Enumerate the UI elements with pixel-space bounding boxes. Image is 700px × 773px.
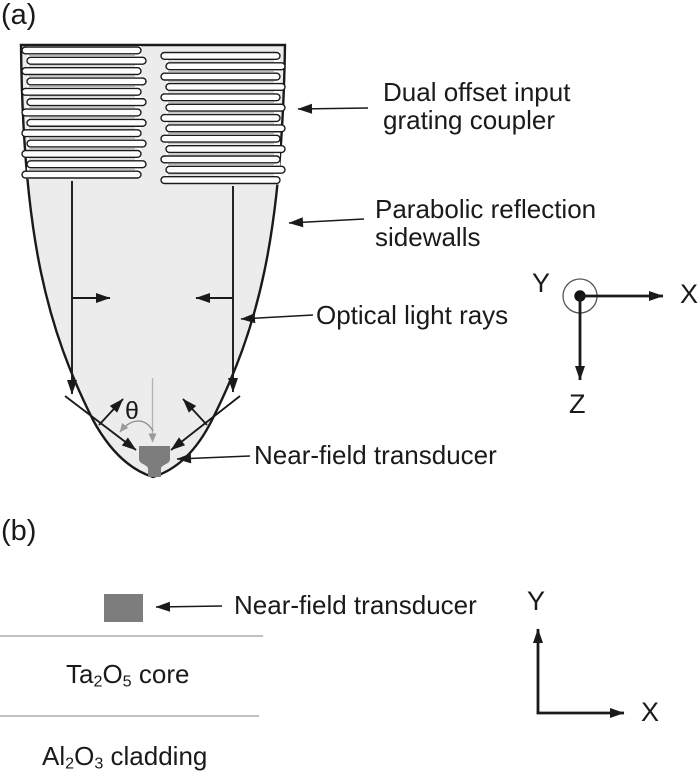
core-subscript-1: 2 bbox=[93, 672, 103, 691]
grating-bar bbox=[160, 134, 281, 143]
core-label: Ta2O5 core bbox=[66, 660, 189, 696]
axis-a-x-label: X bbox=[680, 279, 699, 309]
cladding-element-2: O bbox=[74, 741, 95, 771]
nft-label-arrow-b bbox=[155, 601, 223, 612]
grating-bar bbox=[160, 72, 281, 81]
grating-bar bbox=[26, 77, 147, 86]
grating-bar bbox=[21, 108, 142, 117]
grating-bar bbox=[160, 113, 281, 123]
grating-bar bbox=[21, 66, 142, 76]
grating-bar bbox=[26, 98, 147, 107]
grating-bar bbox=[21, 170, 142, 179]
sidewalls-label-line2: sidewalls bbox=[375, 222, 481, 252]
optical-rays-label: Optical light rays bbox=[316, 300, 509, 330]
grating-bar bbox=[21, 129, 142, 138]
cladding-element-1: Al bbox=[42, 741, 66, 771]
core-element-1: Ta bbox=[66, 659, 94, 689]
cladding-word: cladding bbox=[103, 741, 208, 771]
core-word: core bbox=[131, 659, 190, 689]
grating-bar bbox=[165, 82, 286, 92]
cladding-subscript-1: 2 bbox=[65, 754, 75, 773]
panel-b-label: (b) bbox=[1, 515, 37, 547]
grating-block-right bbox=[160, 51, 286, 185]
sidewalls-label-arrow bbox=[288, 217, 365, 228]
grating-bar bbox=[165, 144, 286, 154]
cladding-subscript-2: 3 bbox=[94, 754, 104, 773]
scatter-arrow-right bbox=[182, 398, 208, 426]
panel-a-diagram bbox=[19, 43, 664, 479]
axis-b-x-label: X bbox=[641, 697, 660, 727]
nft-label-arrow-a bbox=[176, 453, 251, 464]
grating-block-left bbox=[21, 46, 147, 179]
grating-coupler-label-line2: grating coupler bbox=[383, 105, 555, 135]
grating-coupler-label: Dual offset input grating coupler bbox=[383, 78, 570, 134]
sidewalls-label: Parabolic reflection sidewalls bbox=[375, 195, 596, 251]
core-subscript-2: 5 bbox=[122, 672, 132, 691]
grating-bar bbox=[21, 87, 142, 96]
axis-b-y-label: Y bbox=[527, 586, 546, 616]
theta-angle-arc bbox=[119, 420, 154, 433]
sidewalls-label-line1: Parabolic reflection bbox=[375, 194, 597, 224]
near-field-transducer-a bbox=[139, 446, 170, 477]
grating-bar bbox=[160, 155, 281, 164]
grating-bar bbox=[21, 149, 142, 159]
grating-coupler-label-line1: Dual offset input bbox=[383, 77, 571, 107]
grating-bar bbox=[26, 118, 147, 127]
panel-b-diagram bbox=[0, 594, 625, 718]
scatter-arrow-left bbox=[98, 398, 124, 426]
grating-bar bbox=[165, 62, 286, 71]
grating-bar bbox=[160, 51, 281, 61]
nft-label-b: Near-field transducer bbox=[234, 590, 477, 620]
axis-a-y-label: Y bbox=[532, 268, 551, 298]
grating-bar bbox=[160, 175, 281, 185]
grating-bar bbox=[26, 139, 147, 148]
near-field-transducer-b bbox=[104, 594, 143, 622]
grating-bar bbox=[160, 93, 281, 102]
core-element-2: O bbox=[102, 659, 123, 689]
grating-bar bbox=[26, 56, 147, 65]
grating-bar bbox=[165, 103, 286, 112]
cladding-label: Al2O3 cladding bbox=[42, 742, 207, 773]
panel-a-label: (a) bbox=[1, 0, 37, 31]
grating-bar bbox=[21, 46, 142, 55]
axis-a-z-label: Z bbox=[569, 389, 586, 419]
grating-label-arrow bbox=[297, 103, 369, 114]
grating-bar bbox=[26, 160, 147, 169]
theta-symbol: θ bbox=[125, 397, 139, 425]
grating-bar bbox=[165, 124, 286, 133]
rays-label-arrow bbox=[240, 313, 314, 324]
grating-bar bbox=[165, 165, 286, 174]
nft-label-a: Near-field transducer bbox=[254, 440, 497, 470]
